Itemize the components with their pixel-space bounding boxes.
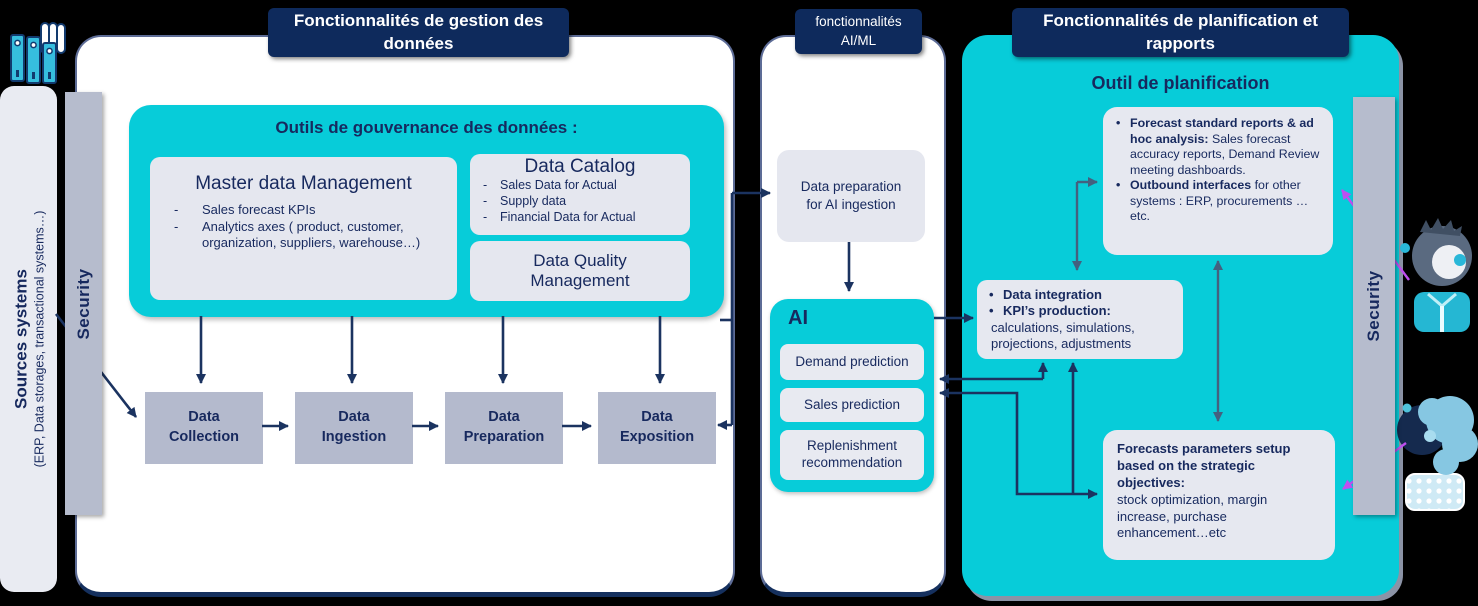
parameters-box: Forecasts parameters setup based on the … — [1103, 430, 1335, 560]
sources-title: Sources systems — [10, 269, 30, 409]
header-ai-ml: fonctionnalités AI/ML — [795, 9, 922, 54]
reports-bullet-2-text: for other systems : ERP, procurements …e… — [1130, 178, 1309, 223]
reports-bullet-2-bold: Outbound interfaces — [1130, 178, 1255, 192]
header-planning-label: Fonctionnalités de planification et rapp… — [1043, 10, 1318, 53]
header-ai-ml-label: fonctionnalités AI/ML — [815, 14, 902, 48]
parameters-text: stock optimization, margin increase, pur… — [1117, 491, 1268, 541]
reports-bullet-2: Outbound interfaces for other systems : … — [1114, 178, 1322, 225]
pipeline-step-data-exposition: Data Exposition — [598, 392, 716, 464]
reports-box: Forecast standard reports & ad hoc analy… — [1103, 107, 1333, 255]
data-catalog-title: Data Catalog — [524, 156, 636, 177]
parameters-bold: Forecasts parameters setup based on the … — [1117, 441, 1291, 490]
data-quality-title: Data Quality Management — [530, 250, 630, 290]
data-storage-icon — [8, 22, 66, 86]
header-data-management: Fonctionnalités de gestion des données — [268, 8, 569, 57]
security-right-label: Security — [1364, 270, 1383, 342]
user-avatar-planner — [1394, 386, 1478, 514]
ai-prep-box: Data preparation for AI ingestion — [777, 150, 925, 242]
integration-bullet-1: Data integration — [987, 287, 1173, 304]
mdm-box: Master data Management Sales forecast KP… — [150, 157, 457, 300]
security-bar-left: Security — [65, 92, 102, 515]
security-left-label: Security — [73, 267, 93, 340]
governance-box: Outils de gouvernance des données : Mast… — [129, 105, 724, 317]
reports-bullet-1-text: Sales forecast accuracy reports, Demand … — [1130, 131, 1320, 177]
header-planning: Fonctionnalités de planification et rapp… — [1012, 8, 1349, 57]
planning-title: Outil de planification — [1091, 73, 1270, 93]
governance-title: Outils de gouvernance des données : — [275, 118, 578, 137]
catalog-item: Supply data — [470, 194, 690, 210]
ai-model-demand-prediction: Demand prediction — [780, 344, 924, 380]
sources-systems-label: Sources systems (ERP, Data storages, tra… — [10, 99, 48, 579]
integration-bullet-2: KPI’s production: — [987, 303, 1173, 320]
user-avatar-analyst — [1398, 212, 1478, 332]
ai-model-sales-prediction: Sales prediction — [780, 388, 924, 422]
reports-bullet-1-bold: Forecast standard reports & ad hoc analy… — [1130, 116, 1314, 146]
mdm-item: Analytics axes ( product, customer, orga… — [150, 219, 457, 252]
sources-subtitle: (ERP, Data storages, transactional syste… — [32, 210, 46, 468]
mdm-title: Master data Management — [195, 173, 412, 194]
header-data-management-label: Fonctionnalités de gestion des données — [293, 10, 544, 53]
security-bar-right: Security — [1353, 97, 1395, 515]
ai-title: AI — [788, 307, 808, 329]
pipeline-step-data-ingestion: Data Ingestion — [295, 392, 413, 464]
ai-model-replenishment: Replenishment recommendation — [780, 430, 924, 480]
ai-box: AI Demand prediction Sales prediction Re… — [770, 299, 934, 492]
ai-prep-label: Data preparation for AI ingestion — [800, 179, 902, 212]
integration-text: calculations, simulations, projections, … — [991, 319, 1135, 351]
data-catalog-box: Data Catalog Sales Data for Actual Suppl… — [470, 154, 690, 235]
planning-panel: Outil de planification Forecast standard… — [962, 35, 1399, 596]
reports-bullet-1: Forecast standard reports & ad hoc analy… — [1114, 116, 1322, 178]
ai-ml-panel: Data preparation for AI ingestion AI Dem… — [760, 35, 946, 597]
catalog-item: Financial Data for Actual — [470, 210, 690, 226]
mdm-item: Sales forecast KPIs — [150, 202, 457, 219]
integration-box: Data integration KPI’s production: calcu… — [977, 280, 1183, 359]
data-management-panel: Outils de gouvernance des données : Mast… — [75, 35, 735, 597]
pipeline-step-data-collection: Data Collection — [145, 392, 263, 464]
catalog-item: Sales Data for Actual — [470, 178, 690, 194]
pipeline-step-data-preparation: Data Preparation — [445, 392, 563, 464]
sources-systems-panel: Sources systems (ERP, Data storages, tra… — [0, 86, 57, 592]
data-quality-box: Data Quality Management — [470, 241, 690, 301]
